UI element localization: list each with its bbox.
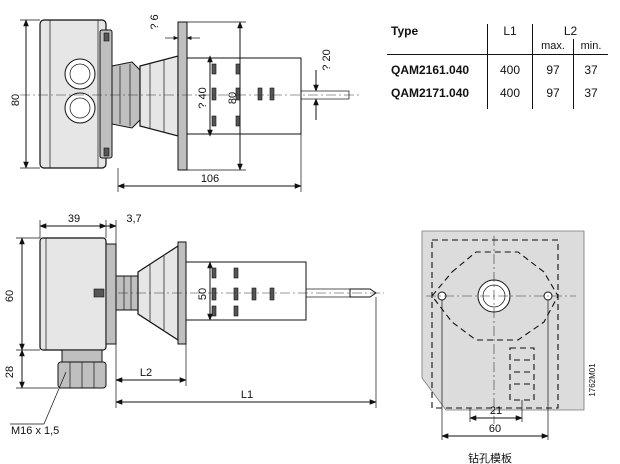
dim-side-l1: L1 <box>241 389 253 401</box>
row-min: 37 <box>573 63 608 78</box>
col-l2: L2 <box>532 24 608 39</box>
table-row: QAM2171.040 400 97 37 <box>387 86 608 101</box>
dim-side-depth: 39 <box>68 213 80 225</box>
dim-mount-60: 60 <box>489 423 501 435</box>
top-view <box>20 19 360 192</box>
dim-side-height: 60 <box>4 290 16 302</box>
dim-mount-21: 21 <box>490 405 502 417</box>
table-row: QAM2161.040 400 97 37 <box>387 63 608 78</box>
side-view <box>10 220 384 425</box>
gland-thread-label: M16 x 1,5 <box>11 425 59 437</box>
dim-top-flange-height: 80 <box>227 92 239 104</box>
table-header-row: Type L1 L2 <box>387 24 608 39</box>
row-l1: 400 <box>487 63 533 78</box>
col-type: Type <box>391 24 419 38</box>
row-type: QAM2171.040 <box>391 86 470 100</box>
dim-top-height: 80 <box>10 94 22 106</box>
dim-side-flange: 3,7 <box>126 213 141 225</box>
row-max: 97 <box>532 86 574 101</box>
col-l1: L1 <box>487 24 533 39</box>
row-max: 97 <box>532 63 574 78</box>
col-max: max. <box>532 39 574 55</box>
spec-table: Type L1 L2 max. min. QAM2161.040 400 97 … <box>387 24 608 109</box>
col-min: min. <box>573 39 608 55</box>
dim-side-flange-height: 50 <box>197 288 209 300</box>
row-l1: 400 <box>487 86 533 101</box>
row-min: 37 <box>573 86 608 101</box>
dim-side-bottom: 28 <box>4 366 16 378</box>
mounting-template <box>421 230 585 440</box>
dim-top-overall: 106 <box>201 173 219 185</box>
dim-top-flange-inner: ? 40 <box>197 87 209 108</box>
dim-side-l2: L2 <box>140 367 152 379</box>
dim-top-probe-dia: ? 20 <box>321 49 333 70</box>
template-label: 钻孔模板 <box>468 451 512 464</box>
dim-top-flange-gap: ? 6 <box>149 14 161 29</box>
row-type: QAM2161.040 <box>391 63 470 77</box>
drawing-code: 1762M01 <box>588 363 597 397</box>
table-subheader-row: max. min. <box>387 39 608 55</box>
